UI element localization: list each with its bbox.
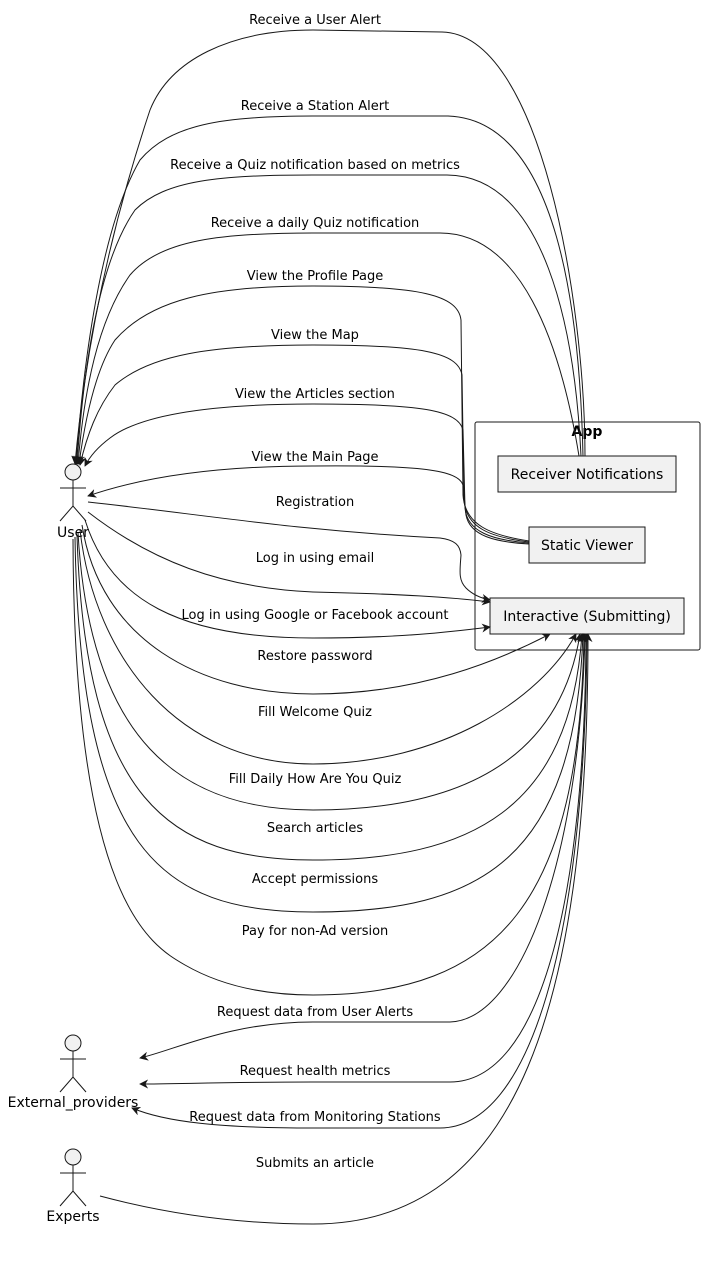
edge-request-health-line [139, 633, 587, 1089]
experts-actor: Experts [46, 1148, 100, 1225]
edge-station-alert-label: Receive a Station Alert [241, 99, 389, 114]
user-actor: User [57, 463, 89, 541]
edge-search-articles-line [76, 534, 586, 861]
edge-submit-article-line [99, 633, 593, 1225]
static-viewer-label: Static Viewer [541, 538, 633, 554]
edge-restore-password-label: Restore password [257, 649, 372, 664]
edge-map: View the Map [77, 328, 530, 543]
external-providers-actor-legs [59, 1076, 87, 1093]
edge-request-health: Request health metrics [139, 633, 587, 1089]
edge-profile-page-label: View the Profile Page [247, 269, 383, 284]
static-viewer-component: Static Viewer [528, 526, 646, 564]
edge-map-line [77, 344, 530, 543]
edge-login-email: Log in using email [87, 511, 491, 606]
external-providers-actor-label: External_providers [8, 1095, 139, 1111]
edge-quiz-metrics-label: Receive a Quiz notification based on met… [170, 158, 460, 173]
edge-accept-permissions-label: Accept permissions [252, 872, 378, 887]
edge-user-alert-line [71, 29, 586, 465]
edge-login-social: Log in using Google or Facebook account [84, 519, 491, 639]
edge-submit-article: Submits an article [99, 633, 593, 1225]
edge-submit-article-label: Submits an article [256, 1156, 374, 1171]
edge-restore-password: Restore password [81, 524, 551, 695]
edge-main-page: View the Main Page [87, 450, 530, 545]
edge-request-stations-line [131, 633, 588, 1129]
user-actor-legs [59, 505, 87, 522]
edge-main-page-line [87, 465, 530, 545]
edge-daily-how-quiz: Fill Daily How Are You Quiz [77, 532, 584, 811]
edge-registration-label: Registration [276, 495, 354, 510]
edge-main-page-label: View the Main Page [251, 450, 378, 465]
edge-request-stations-label: Request data from Monitoring Stations [189, 1110, 441, 1125]
edge-request-user-alerts-line [139, 633, 586, 1061]
edge-station-alert-line [72, 115, 584, 465]
edge-daily-quiz-label: Receive a daily Quiz notification [211, 216, 420, 231]
edge-login-social-line [84, 519, 491, 639]
interactive-box [489, 597, 685, 635]
edge-accept-permissions: Accept permissions [74, 536, 588, 913]
edge-daily-how-quiz-line [77, 532, 584, 811]
edge-user-alert-label: Receive a User Alert [249, 13, 381, 28]
edge-request-stations: Request data from Monitoring Stations [131, 633, 588, 1129]
edge-pay-non-ad-line [72, 538, 589, 996]
edge-station-alert: Receive a Station Alert [72, 99, 584, 465]
edge-accept-permissions-line [74, 536, 588, 913]
edge-daily-quiz: Receive a daily Quiz notification [74, 216, 580, 465]
edge-search-articles-label: Search articles [267, 821, 364, 836]
edge-articles-section: View the Articles section [84, 387, 530, 544]
edge-daily-how-quiz-label: Fill Daily How Are You Quiz [229, 772, 402, 787]
receiver-notifications-label: Receiver Notifications [511, 467, 664, 483]
interactive-label: Interactive (Submitting) [503, 609, 671, 625]
interactive-component: Interactive (Submitting) [489, 597, 685, 635]
edge-map-label: View the Map [271, 328, 359, 343]
edge-welcome-quiz-line [79, 529, 577, 765]
static-viewer-box [528, 526, 646, 564]
receiver-notifications-component: Receiver Notifications [497, 455, 677, 493]
edge-articles-section-label: View the Articles section [235, 387, 395, 402]
edge-pay-non-ad: Pay for non-Ad version [72, 538, 589, 996]
edge-request-user-alerts-label: Request data from User Alerts [217, 1005, 413, 1020]
edge-login-email-label: Log in using email [256, 551, 374, 566]
edge-welcome-quiz-label: Fill Welcome Quiz [258, 705, 372, 720]
edge-quiz-metrics-line [73, 174, 582, 465]
edge-pay-non-ad-label: Pay for non-Ad version [242, 924, 389, 939]
edge-search-articles: Search articles [76, 534, 586, 861]
edge-registration: Registration [87, 495, 491, 603]
edge-articles-section-line [84, 403, 530, 544]
user-actor-head [64, 463, 82, 481]
edge-request-health-label: Request health metrics [240, 1064, 391, 1079]
external-providers-actor: External_providers [8, 1034, 139, 1111]
edge-login-email-line [87, 511, 491, 606]
edge-registration-line [87, 501, 491, 603]
edge-user-alert: Receive a User Alert [71, 13, 586, 465]
experts-actor-head [64, 1148, 82, 1166]
edge-login-social-label: Log in using Google or Facebook account [182, 608, 449, 623]
edge-daily-quiz-line [74, 232, 580, 465]
edge-welcome-quiz: Fill Welcome Quiz [79, 529, 577, 765]
external-providers-actor-head [64, 1034, 82, 1052]
edge-request-user-alerts: Request data from User Alerts [139, 633, 586, 1061]
experts-actor-label: Experts [46, 1209, 99, 1225]
receiver-notifications-box [497, 455, 677, 493]
edge-quiz-metrics: Receive a Quiz notification based on met… [73, 158, 582, 465]
edge-restore-password-line [81, 524, 551, 695]
experts-actor-legs [59, 1190, 87, 1207]
